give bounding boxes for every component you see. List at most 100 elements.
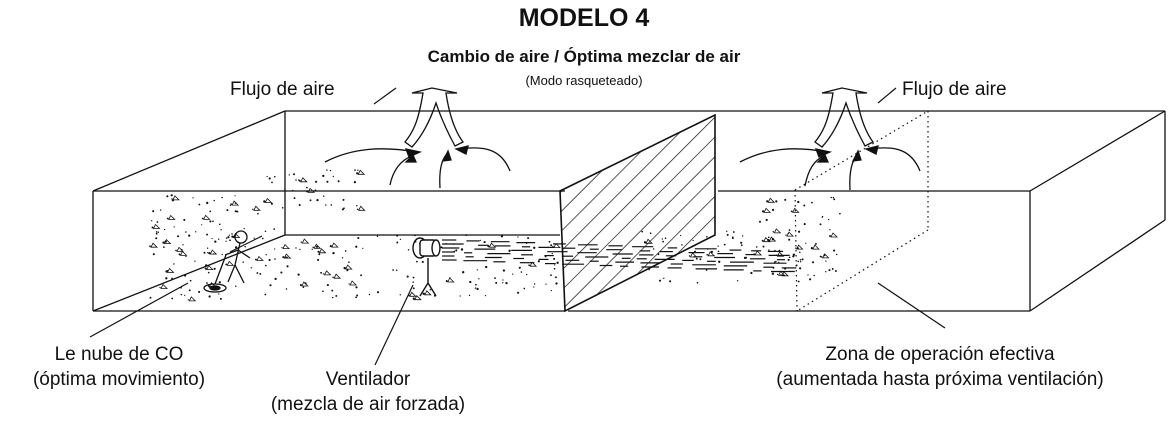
co-particle xyxy=(445,280,448,282)
co-particle xyxy=(274,248,276,250)
co-particle xyxy=(533,286,535,288)
co-particle xyxy=(302,286,305,289)
co-particle xyxy=(469,280,472,284)
co-particle xyxy=(679,234,682,237)
co-particle xyxy=(206,201,209,205)
co-particle xyxy=(320,271,323,274)
co-particle xyxy=(225,240,227,242)
co-particle-triangle xyxy=(256,255,264,261)
co-particle xyxy=(360,274,363,277)
co-particle xyxy=(230,203,232,205)
co-particle-triangle xyxy=(253,205,261,211)
co-particle xyxy=(788,256,791,259)
co-particle xyxy=(478,278,480,280)
co-particle xyxy=(774,261,776,263)
co-particle-triangle xyxy=(188,296,197,302)
co-particle xyxy=(149,296,152,299)
co-particle xyxy=(765,218,768,222)
co-particle xyxy=(331,289,334,292)
co-particle xyxy=(813,274,815,277)
co-particle-triangle xyxy=(488,242,497,248)
co-particle xyxy=(206,247,209,249)
co-particle-triangle xyxy=(776,251,785,257)
co-particle xyxy=(517,291,520,294)
co-particle xyxy=(341,257,344,259)
co-particle xyxy=(326,169,328,171)
co-particle xyxy=(187,299,189,301)
co-particle xyxy=(502,269,506,272)
co-particle xyxy=(649,232,652,235)
co-particle-triangle xyxy=(792,207,800,213)
co-particle xyxy=(528,264,530,267)
co-particle-triangle xyxy=(202,214,211,220)
co-particle xyxy=(356,294,359,297)
co-particle xyxy=(483,241,486,244)
co-particle xyxy=(788,238,791,241)
co-particle xyxy=(834,270,837,272)
co-particle-triangle xyxy=(160,283,168,289)
co-particle-triangle xyxy=(830,232,838,238)
co-particle xyxy=(297,273,300,276)
co-particle xyxy=(548,240,551,243)
co-particle xyxy=(790,210,793,213)
co-particle xyxy=(195,231,197,233)
co-particle xyxy=(206,282,208,284)
co-particle xyxy=(494,277,496,279)
co-particle-triangle xyxy=(763,207,772,213)
co-particle xyxy=(295,179,297,181)
co-particle xyxy=(767,236,770,239)
co-particle xyxy=(285,288,288,290)
co-particle xyxy=(643,241,647,244)
co-particle-triangle xyxy=(767,197,776,203)
co-particle xyxy=(455,249,458,252)
co-particle xyxy=(180,293,183,296)
co-particle xyxy=(695,257,698,260)
co-particle xyxy=(337,180,340,183)
co-particle xyxy=(775,200,778,203)
co-particle xyxy=(332,175,334,178)
co-particle xyxy=(833,249,836,252)
co-particle xyxy=(798,267,802,270)
co-particle xyxy=(326,180,329,183)
co-particle xyxy=(344,250,347,252)
fan-ventilator xyxy=(412,237,441,297)
co-particle xyxy=(550,274,552,276)
co-particle xyxy=(284,256,287,258)
co-particle xyxy=(218,293,220,295)
co-particle xyxy=(312,246,314,249)
co-particle xyxy=(281,206,284,209)
co-particle xyxy=(220,229,222,231)
co-particle-triangle xyxy=(358,205,366,211)
co-particle-triangle xyxy=(232,232,241,239)
co-particle-triangle xyxy=(172,195,180,201)
co-particle xyxy=(641,230,644,233)
co-particle xyxy=(151,220,153,222)
co-particle-triangle xyxy=(318,248,327,254)
co-particle xyxy=(766,200,769,203)
co-particle xyxy=(311,248,313,250)
co-particle xyxy=(194,260,196,262)
co-particle xyxy=(533,283,536,285)
co-particle xyxy=(299,284,302,286)
co-particle xyxy=(342,198,345,201)
co-particle xyxy=(821,216,823,218)
co-particle xyxy=(412,297,415,300)
co-particle xyxy=(520,271,523,273)
co-particle xyxy=(356,204,358,207)
co-particle xyxy=(723,243,726,246)
co-particle xyxy=(805,242,807,244)
co-particle xyxy=(218,223,221,226)
co-particle xyxy=(718,260,721,263)
co-particle xyxy=(825,271,827,273)
fan-label-line1: Ventilador xyxy=(325,369,411,390)
co-particle xyxy=(309,199,312,202)
co-particle xyxy=(832,196,835,199)
co-particle xyxy=(692,239,694,242)
co-particle xyxy=(556,261,559,264)
co-particle xyxy=(254,258,257,261)
co-gas-cloud xyxy=(149,169,841,302)
co-particle xyxy=(242,261,244,263)
co-cloud-label-line2: (óptima movimiento) xyxy=(32,369,206,390)
co-particle xyxy=(268,258,271,262)
co-particle-triangle xyxy=(282,243,290,250)
